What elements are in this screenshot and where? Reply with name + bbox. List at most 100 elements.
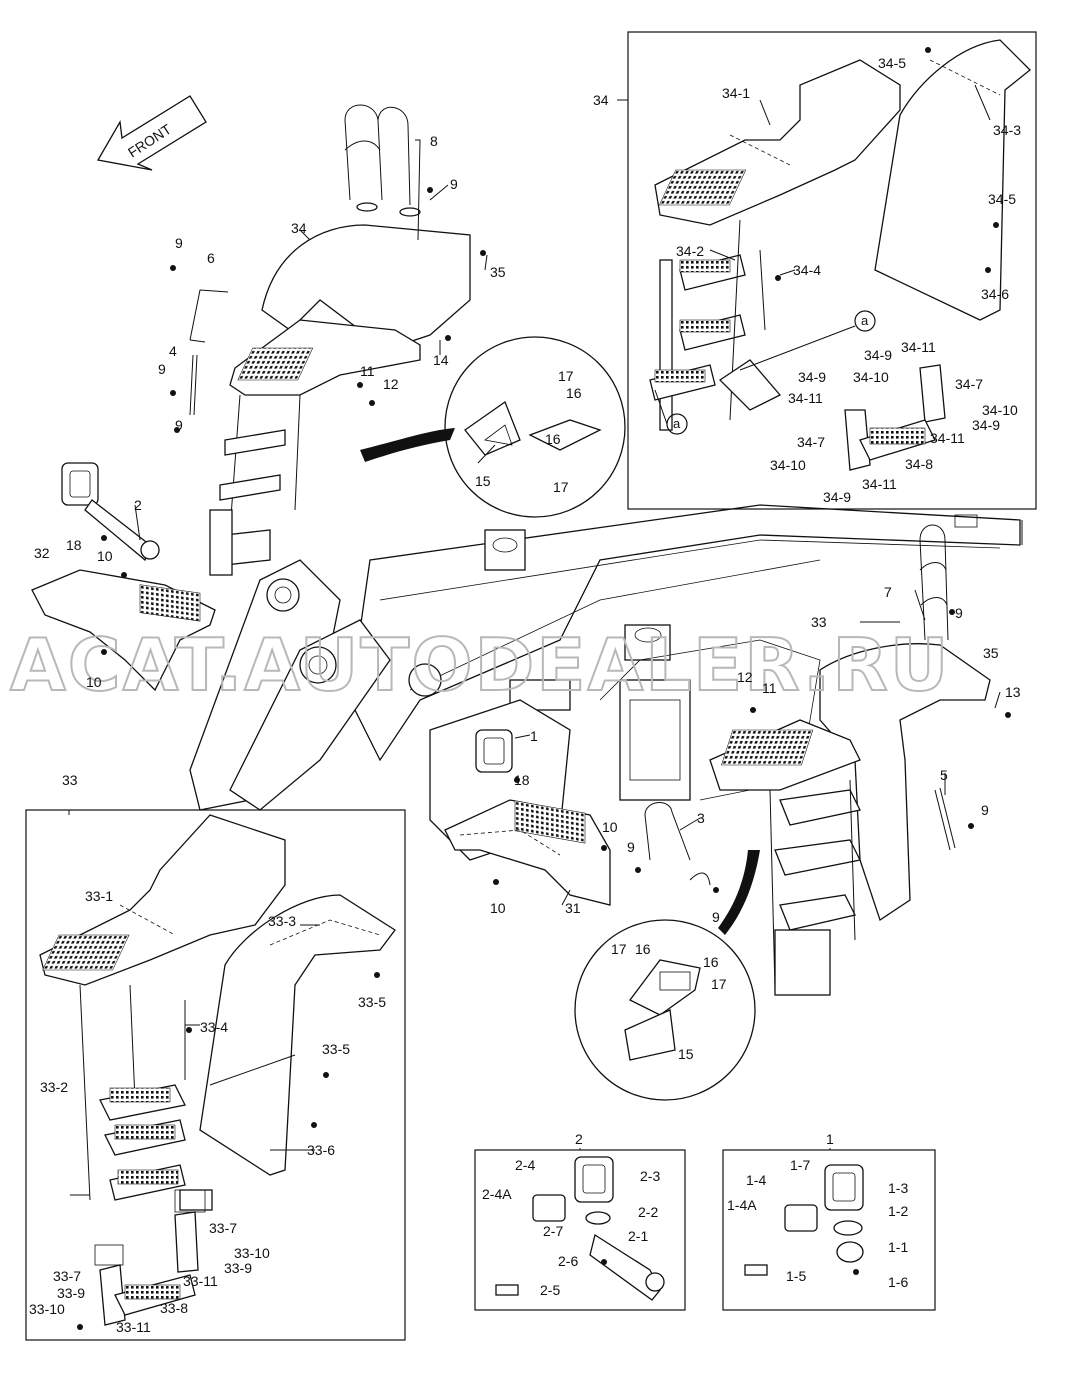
label: 33-5 bbox=[358, 994, 386, 1010]
label: 34-9 bbox=[823, 489, 851, 505]
label: 33-9 bbox=[224, 1260, 252, 1276]
label: 34-11 bbox=[862, 476, 897, 492]
label: 9 bbox=[955, 605, 963, 621]
box-2 bbox=[474, 1149, 686, 1311]
label: 15 bbox=[475, 473, 491, 489]
label: 34-9 bbox=[972, 417, 1000, 433]
label: 17 bbox=[558, 368, 574, 384]
left-fender-assembly bbox=[31, 104, 471, 692]
detail-pointer-bottom bbox=[718, 850, 760, 935]
label: 12 bbox=[383, 376, 399, 392]
label: 10 bbox=[86, 674, 102, 690]
label: 33-11 bbox=[116, 1319, 151, 1335]
box-1 bbox=[722, 1149, 936, 1311]
label: 33-6 bbox=[307, 1142, 335, 1158]
ref-a-top: a bbox=[861, 313, 869, 328]
label: 11 bbox=[360, 363, 375, 379]
label: 16 bbox=[635, 941, 651, 957]
label: 34-1 bbox=[722, 85, 750, 101]
label: 9 bbox=[175, 235, 183, 251]
label: 16 bbox=[566, 385, 582, 401]
label: 12 bbox=[737, 669, 753, 685]
label: 34-10 bbox=[982, 402, 1018, 418]
label: 18 bbox=[514, 772, 530, 788]
label: 5 bbox=[940, 767, 948, 783]
label: 1-5 bbox=[786, 1268, 806, 1284]
label: 2-1 bbox=[628, 1228, 648, 1244]
label: 1-1 bbox=[888, 1239, 908, 1255]
label: 17 bbox=[611, 941, 627, 957]
label: 34-6 bbox=[981, 286, 1009, 302]
label: 35 bbox=[983, 645, 999, 661]
label: 33-10 bbox=[29, 1301, 65, 1317]
label: 34-10 bbox=[853, 369, 889, 385]
label: 10 bbox=[602, 819, 618, 835]
label: 33-1 bbox=[85, 888, 113, 904]
label: 16 bbox=[703, 954, 719, 970]
label: 2-2 bbox=[638, 1204, 658, 1220]
label: 33 bbox=[62, 772, 78, 788]
label: 34-8 bbox=[905, 456, 933, 472]
right-fender-assembly bbox=[444, 524, 991, 996]
label: 9 bbox=[627, 839, 635, 855]
label: 33-11 bbox=[183, 1273, 218, 1289]
label: 17 bbox=[711, 976, 727, 992]
label: 1-4A bbox=[727, 1197, 757, 1213]
label: 2-3 bbox=[640, 1168, 660, 1184]
label: 1 bbox=[530, 728, 538, 744]
detail-circle-bottom bbox=[574, 850, 760, 1101]
label: 34 bbox=[291, 220, 307, 236]
label: 33-7 bbox=[209, 1220, 237, 1236]
label: 18 bbox=[66, 537, 82, 553]
label: 1-4 bbox=[746, 1172, 766, 1188]
labels-box-34: 34 34-5 34-1 34-3 34-5 34-2 34-4 34-6 34… bbox=[593, 55, 1021, 505]
label: 13 bbox=[1005, 684, 1021, 700]
label: 14 bbox=[433, 352, 449, 368]
labels-main: 8 9 34 35 9 6 14 4 11 12 9 9 17 16 16 15… bbox=[34, 133, 1021, 1062]
label: 33-5 bbox=[322, 1041, 350, 1057]
label: 17 bbox=[553, 479, 569, 495]
label: 33-10 bbox=[234, 1245, 270, 1261]
label: 2-7 bbox=[543, 1223, 563, 1239]
label: 9 bbox=[158, 361, 166, 377]
label: 34-11 bbox=[788, 390, 823, 406]
label: 1-6 bbox=[888, 1274, 908, 1290]
label: 2-5 bbox=[540, 1282, 560, 1298]
label: 9 bbox=[450, 176, 458, 192]
label: 1 bbox=[826, 1131, 834, 1147]
label: 33 bbox=[811, 614, 827, 630]
label: 34-7 bbox=[955, 376, 983, 392]
labels-box-33: 33 33-1 33-3 33-5 33-4 33-5 33-2 33-6 33… bbox=[29, 772, 386, 1335]
label: 34-2 bbox=[676, 243, 704, 259]
label: 2-4 bbox=[515, 1157, 535, 1173]
front-arrow-icon: FRONT bbox=[96, 95, 207, 171]
label: 32 bbox=[34, 545, 50, 561]
detail-circle-top bbox=[360, 336, 626, 518]
bolt-markers bbox=[77, 47, 1011, 1330]
label: 33-2 bbox=[40, 1079, 68, 1095]
label: 3 bbox=[697, 810, 705, 826]
label: 33-7 bbox=[53, 1268, 81, 1284]
label: 6 bbox=[207, 250, 215, 266]
label: 9 bbox=[981, 802, 989, 818]
label: 34 bbox=[593, 92, 609, 108]
label: 15 bbox=[678, 1046, 694, 1062]
labels-box-1: 1 1-7 1-4 1-3 1-4A 1-2 1-1 1-5 1-6 bbox=[727, 1131, 908, 1290]
label: 34-9 bbox=[864, 347, 892, 363]
label: 9 bbox=[712, 909, 720, 925]
label: 16 bbox=[545, 431, 561, 447]
labels-box-2: 2 2-4 2-3 2-4A 2-2 2-7 2-1 2-6 2-5 bbox=[482, 1131, 660, 1298]
label: 2 bbox=[134, 497, 142, 513]
label: 34-9 bbox=[798, 369, 826, 385]
label: 34-11 bbox=[901, 339, 936, 355]
label: 34-3 bbox=[993, 122, 1021, 138]
label: 33-3 bbox=[268, 913, 296, 929]
label: 9 bbox=[175, 417, 183, 433]
label: 1-7 bbox=[790, 1157, 810, 1173]
label: 34-5 bbox=[878, 55, 906, 71]
label: 1-3 bbox=[888, 1180, 908, 1196]
label: 10 bbox=[97, 548, 113, 564]
label: 4 bbox=[169, 343, 177, 359]
label: 7 bbox=[884, 584, 892, 600]
